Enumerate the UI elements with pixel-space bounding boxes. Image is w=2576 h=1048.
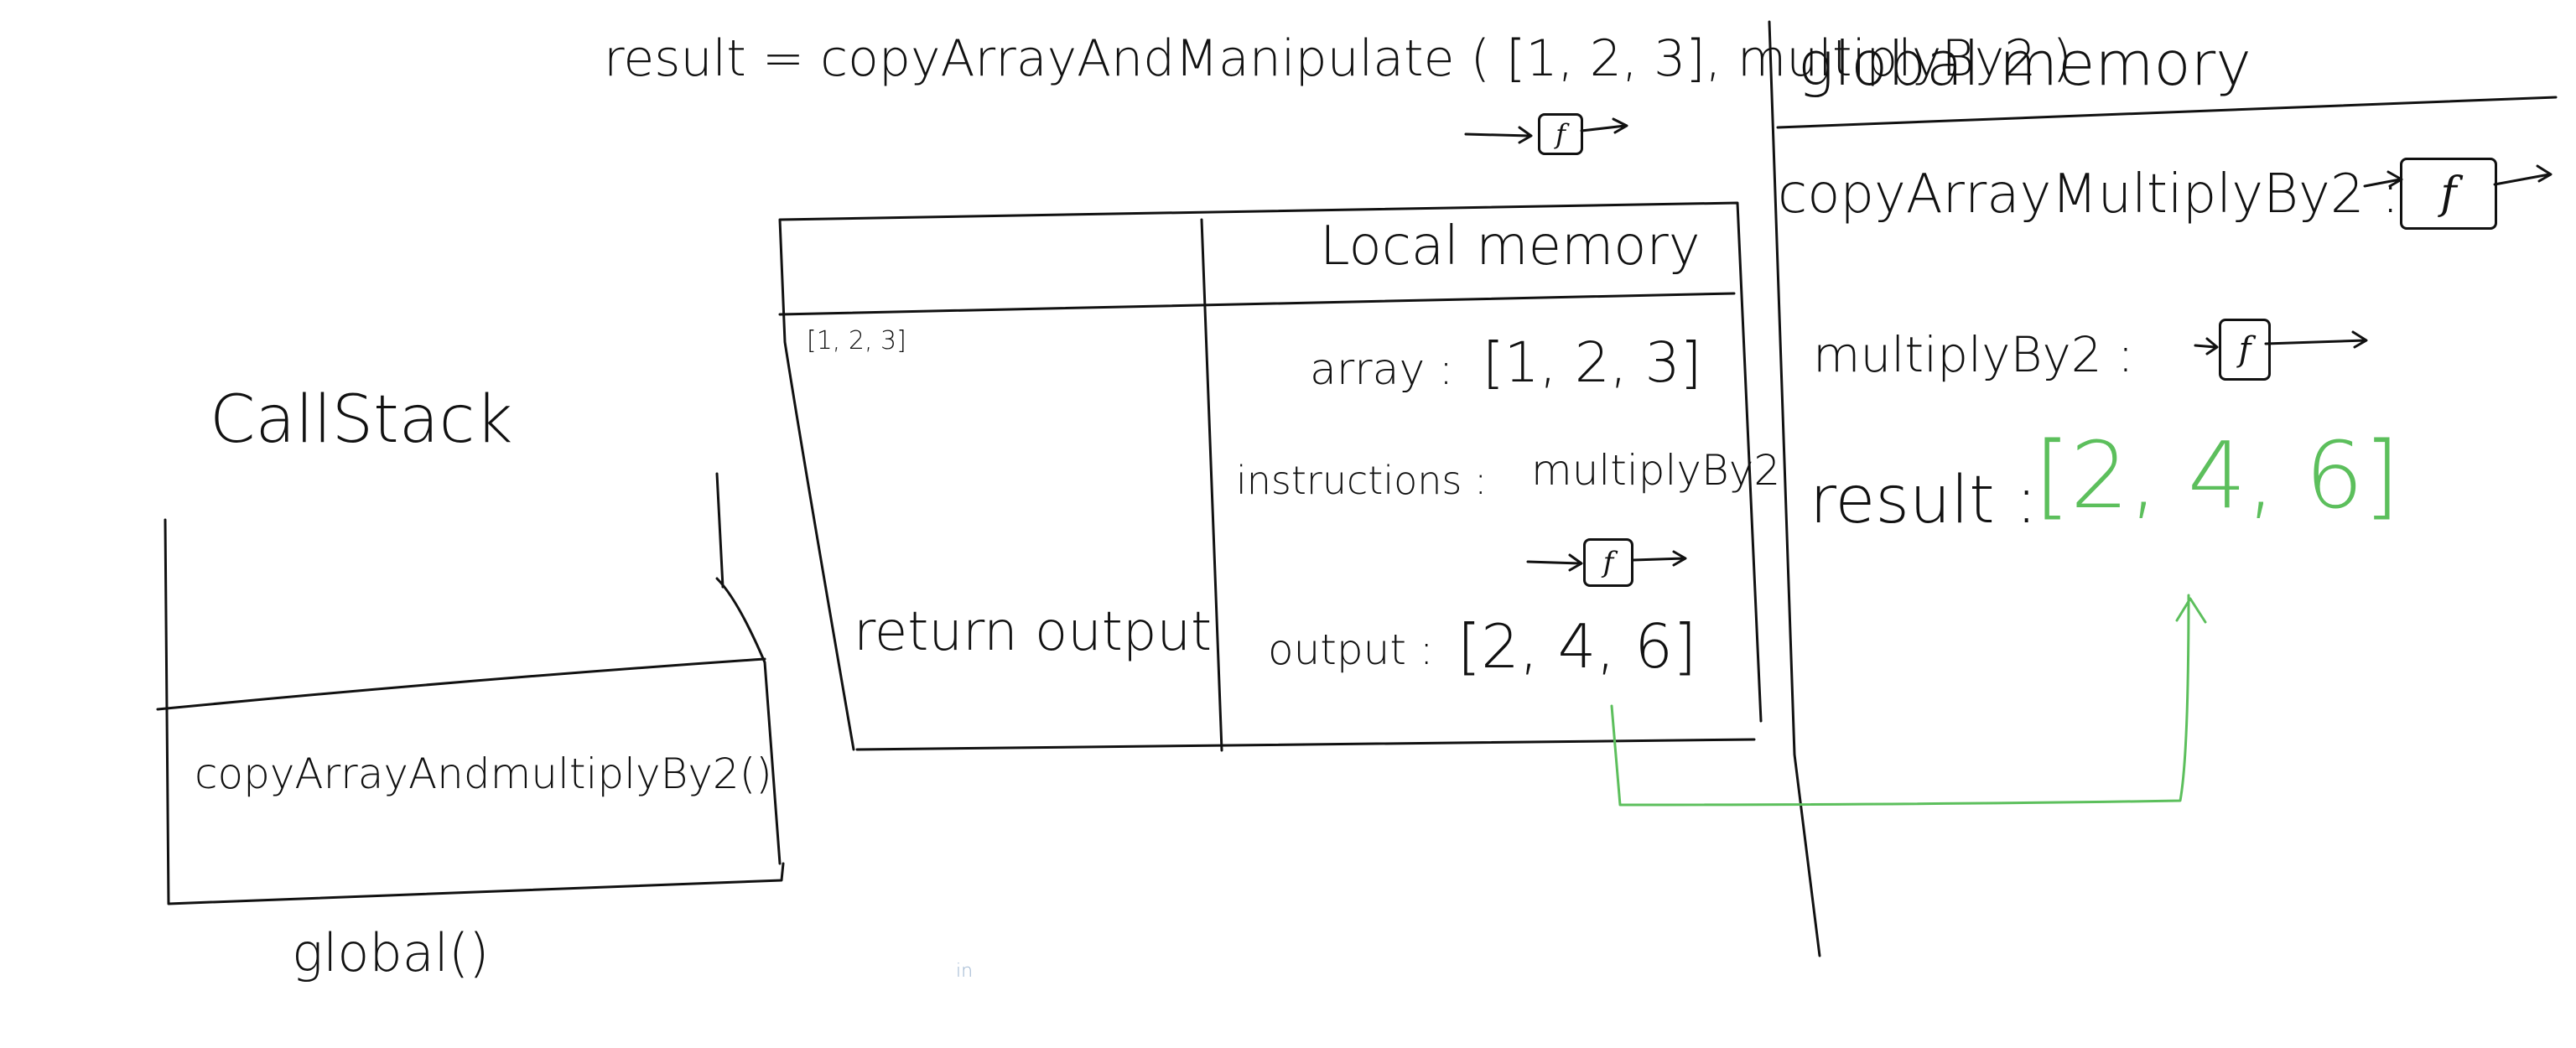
callstack-frame-function: copyArrayAndmultiplyBy2(): [195, 750, 772, 798]
callstack-frame-divider: [156, 657, 766, 711]
global-copyarray-f-icon: f: [2400, 158, 2497, 230]
local-array-label: array :: [1310, 345, 1454, 395]
callstack-outline: [164, 472, 785, 905]
global-multiply-label: multiplyBy2 :: [1813, 326, 2134, 383]
exec-context-header-line: [778, 292, 1736, 316]
callstack-frame-global: global(): [292, 922, 490, 983]
local-output-value: [2, 4, 6]: [1457, 611, 1697, 682]
global-result-label: result :: [1810, 463, 2038, 538]
exec-context-divider: [1200, 218, 1223, 752]
callstack-title: CallStack: [210, 382, 513, 458]
return-arrow: [1610, 594, 2207, 807]
exec-context-outline: [778, 201, 1763, 751]
top-function-f-icon: f: [1538, 113, 1583, 155]
global-memory-underline: [1776, 96, 2558, 129]
global-copyarray-label: copyArrayMultiplyBy2 :: [1778, 163, 2400, 226]
thread-note: [1, 2, 3]: [807, 326, 906, 355]
local-function-f-icon: f: [1583, 538, 1633, 587]
local-instructions-value: multiplyBy2: [1531, 446, 1781, 495]
local-array-value: [1, 2, 3]: [1483, 330, 1702, 395]
global-memory-title: global memory: [1798, 29, 2251, 99]
global-multiply-f-icon: f: [2219, 319, 2271, 381]
local-instructions-label: instructions :: [1236, 458, 1488, 503]
local-output-label: output :: [1268, 625, 1434, 674]
local-memory-title: Local memory: [1320, 215, 1701, 278]
call-expression: result = copyArrayAndManipulate ( [1, 2,…: [604, 29, 2072, 88]
global-result-value: [2, 4, 6]: [2034, 422, 2400, 529]
stray-mark: in: [956, 961, 974, 982]
global-memory-divider: [1768, 20, 1821, 957]
thread-return-line: return output: [854, 601, 1213, 663]
